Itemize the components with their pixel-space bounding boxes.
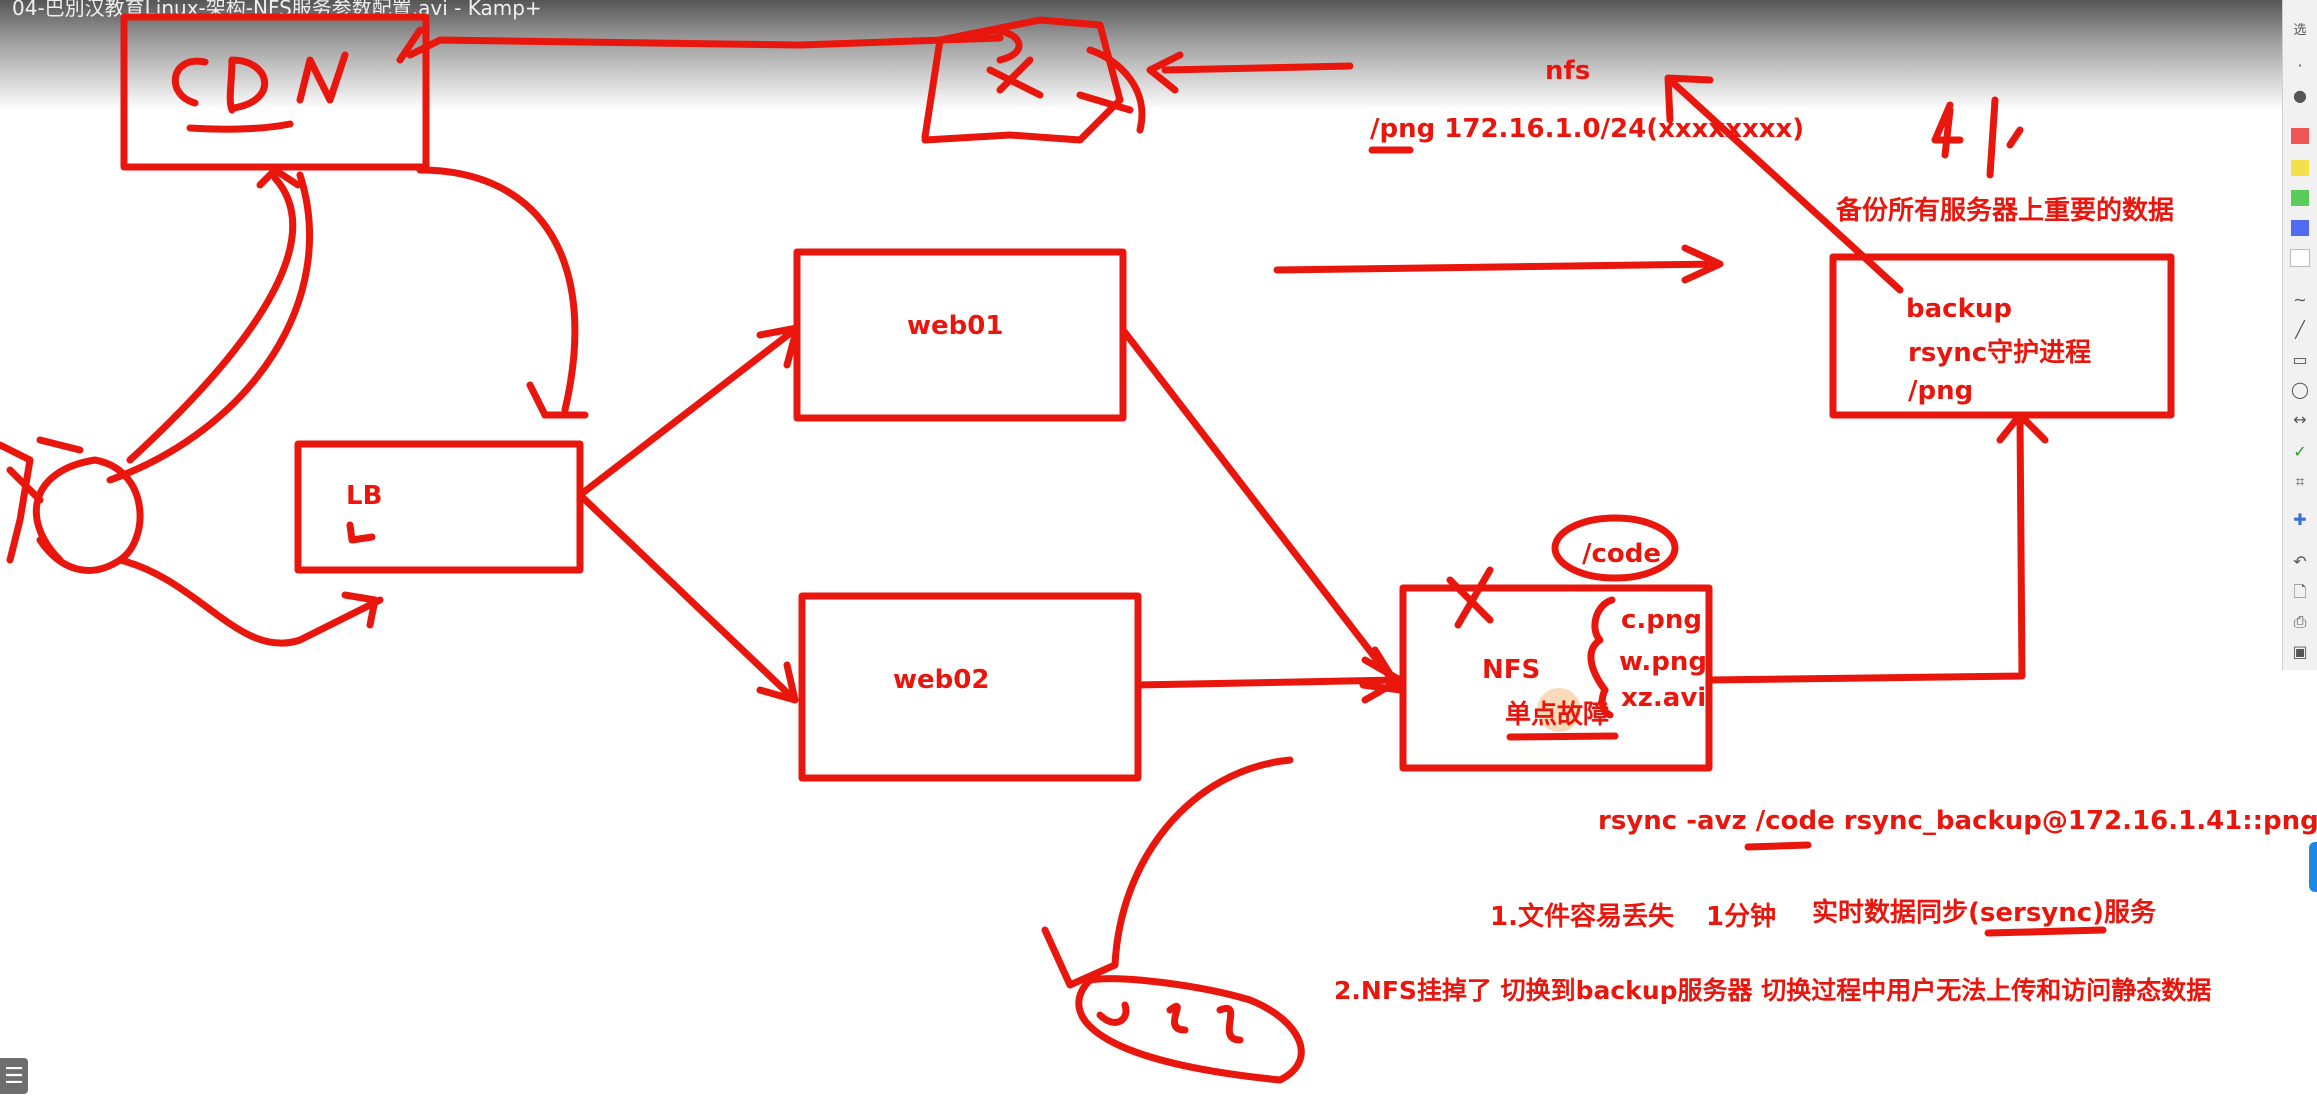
nfs-to-oss-curve xyxy=(1041,756,1294,989)
code-underline xyxy=(1744,841,1812,851)
arrow-to-cdn xyxy=(396,26,1004,64)
undo-icon[interactable]: ↶ xyxy=(2293,552,2307,571)
nfs-cross-mark xyxy=(1446,566,1494,629)
oss-ellipse xyxy=(1075,975,1305,1084)
blue-swatch-icon[interactable] xyxy=(2288,216,2312,240)
arrow-into-scribble xyxy=(1146,51,1354,94)
dot-small-icon[interactable]: · xyxy=(2297,56,2303,75)
web02-label: web02 xyxy=(893,665,990,695)
drawing-toolbar: 选 · ● ∼ ╱ ▭ ◯ ↔ ✓ ⌗ ✚ ↶ 🗋 ⎙ ▣ xyxy=(2282,0,2317,670)
rsync-command: rsync -avz /code rsync_backup@172.16.1.4… xyxy=(1598,806,2317,836)
double-arrow-icon[interactable]: ↔ xyxy=(2293,410,2307,429)
client-scribble xyxy=(0,436,144,574)
horizontal-arrow xyxy=(1273,244,1724,284)
web01-to-nfs-arrow xyxy=(1119,326,1404,694)
plus-icon[interactable]: ✚ xyxy=(2293,510,2307,529)
side-panel-tab[interactable] xyxy=(2309,842,2317,892)
line-icon[interactable]: ╱ xyxy=(2295,320,2305,339)
rsync-daemon-label: rsync守护进程 xyxy=(1908,338,2092,368)
ellipse-icon[interactable]: ◯ xyxy=(2291,380,2309,399)
backup-to-nfs-label-arrow xyxy=(1664,74,1904,294)
new-page-icon[interactable]: 🗋 xyxy=(2293,582,2307,601)
sersync-underline xyxy=(1984,926,2107,937)
select-tool-icon[interactable]: 选 xyxy=(2293,22,2307,38)
freehand-icon[interactable]: ∼ xyxy=(2293,290,2307,309)
nfs-to-backup-arrow xyxy=(1705,411,2049,684)
scribbled-box xyxy=(921,16,1146,144)
code-ellipse xyxy=(1551,514,1679,582)
client-to-lb-arrow xyxy=(116,556,384,647)
client-to-cdn-arrow xyxy=(126,166,302,464)
crop-icon[interactable]: ⌗ xyxy=(2295,472,2305,491)
screen-icon[interactable]: ▣ xyxy=(2292,642,2308,661)
cdn-to-lb-arrow xyxy=(416,166,589,419)
nfs-label: NFS xyxy=(1482,655,1541,685)
file-brace xyxy=(1587,596,1616,719)
issue-2-text: 2.NFS挂掉了 切换到backup服务器 切换过程中用户无法上传和访问静态数据 xyxy=(1334,976,2212,1005)
lb-to-web02-arrow xyxy=(576,491,799,704)
lb-mark xyxy=(346,521,376,544)
lb-label: LB xyxy=(346,481,383,511)
red-swatch-icon[interactable] xyxy=(2288,124,2312,148)
single-point-label: 单点故障 xyxy=(1505,700,1610,730)
cdn-handwriting xyxy=(171,51,349,133)
png-dir-label: /png xyxy=(1908,376,1974,406)
nfs-title: nfs xyxy=(1545,56,1591,86)
backup-box xyxy=(1829,253,2175,419)
cdn-to-client-curve xyxy=(106,171,313,484)
oss-handwriting xyxy=(1096,1001,1244,1044)
export-line: /png 172.16.1.0/24(xxxxxxxx) xyxy=(1370,114,1805,144)
single-point-underline xyxy=(1506,732,1619,741)
issue-1-text: 1.文件容易丢失 xyxy=(1490,902,1674,932)
cdn-box xyxy=(120,13,430,171)
web01-label: web01 xyxy=(907,311,1004,341)
backup-note: 备份所有服务器上重要的数据 xyxy=(1836,196,2175,226)
white-swatch-icon[interactable] xyxy=(2288,246,2312,270)
print-icon[interactable]: ⎙ xyxy=(2293,612,2307,631)
cursor-highlight xyxy=(1537,688,1581,732)
green-swatch-icon[interactable] xyxy=(2288,186,2312,210)
lb-box xyxy=(294,440,584,574)
web02-to-nfs-arrow xyxy=(1134,656,1404,704)
yellow-swatch-icon[interactable] xyxy=(2288,156,2312,180)
file-w-label: w.png xyxy=(1619,647,1707,677)
backup-label: backup xyxy=(1906,294,2012,324)
rectangle-icon[interactable]: ▭ xyxy=(2292,350,2308,369)
handwritten-41-strokes xyxy=(1931,96,2024,179)
code-dir-label: /code xyxy=(1582,539,1662,569)
check-icon[interactable]: ✓ xyxy=(2293,442,2307,461)
issue-1-solution: 实时数据同步(sersync)服务 xyxy=(1812,898,2157,928)
menu-icon[interactable]: ☰ xyxy=(0,1058,28,1094)
file-c-label: c.png xyxy=(1621,605,1703,635)
file-xz-label: xz.avi xyxy=(1621,683,1707,713)
lb-to-web01-arrow xyxy=(576,324,801,499)
issue-1-time: 1分钟 xyxy=(1706,902,1777,932)
handwritten-41-label: 41 xyxy=(1930,100,1931,101)
dot-large-icon[interactable]: ● xyxy=(2293,86,2307,105)
